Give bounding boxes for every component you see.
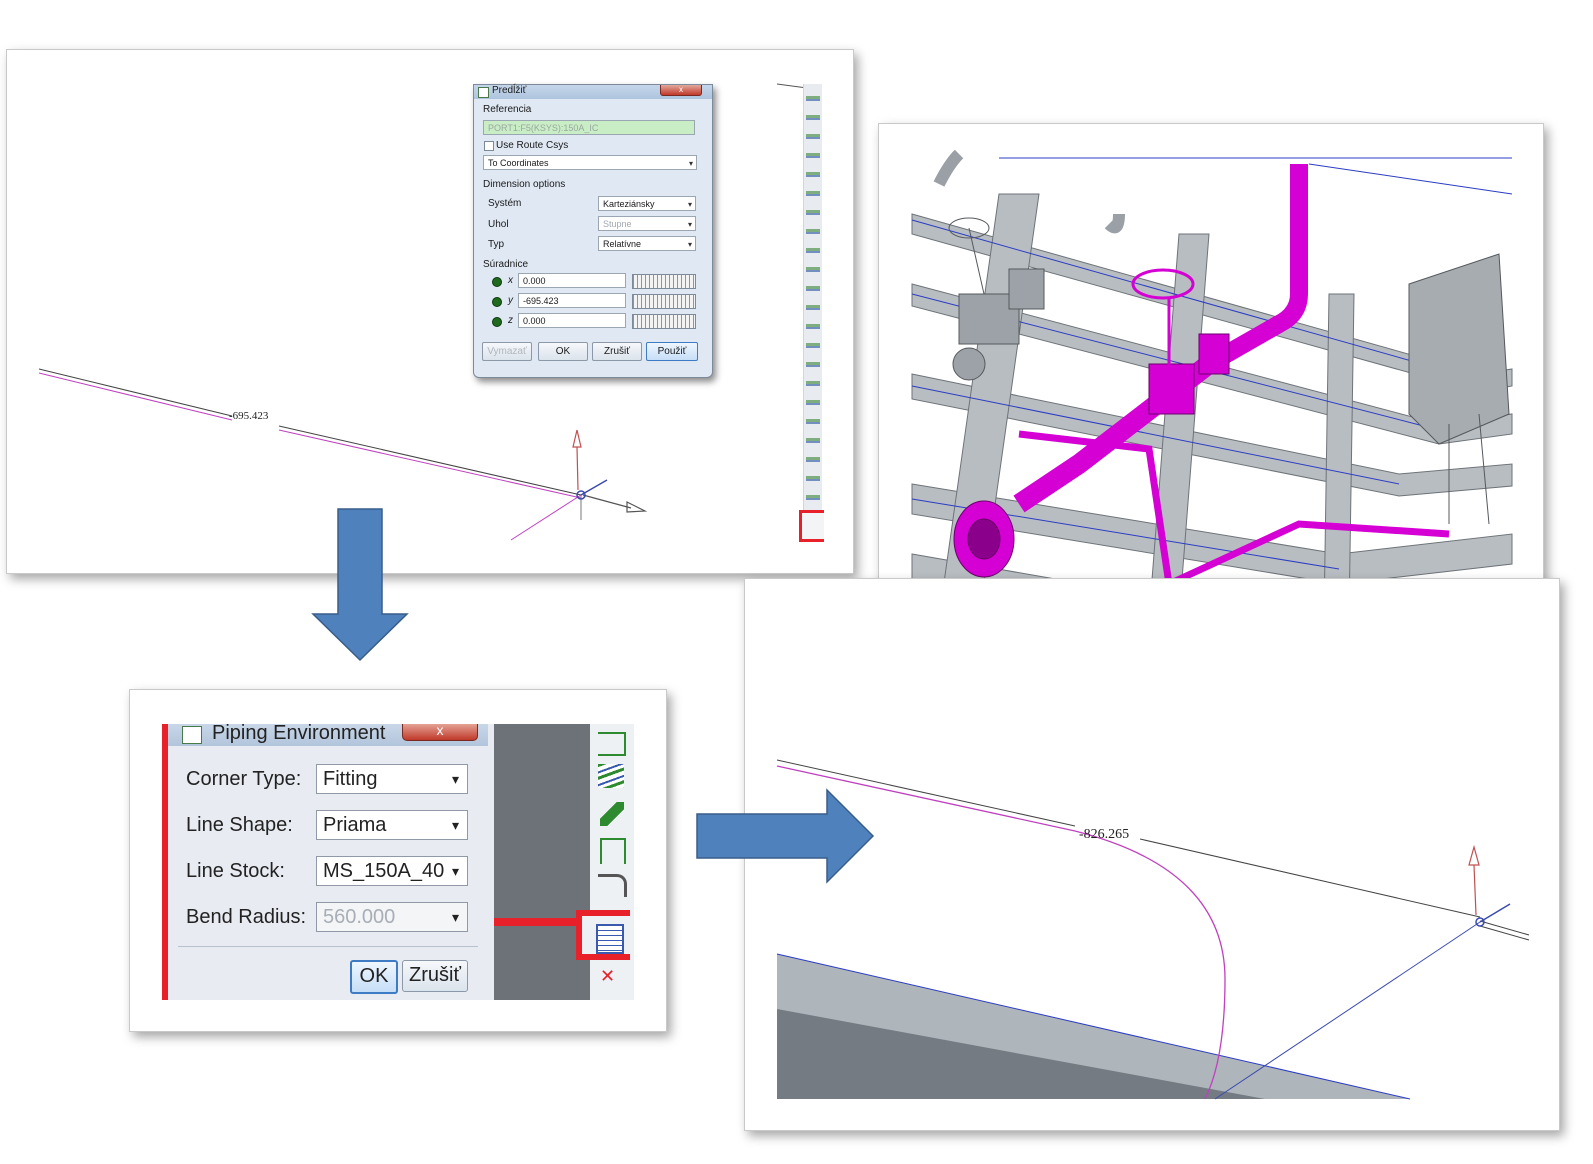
cancel-button[interactable]: Zrušiť [402,960,468,992]
angle-select[interactable]: Stupne [598,216,696,232]
y-coordinate-input[interactable]: -695.423 [518,293,626,308]
apply-button[interactable]: Použiť [646,342,698,361]
clear-button[interactable]: Vymazať [482,342,532,361]
y-thumbwheel[interactable] [632,294,696,309]
coordinates-label: Súradnice [483,259,529,270]
z-status-icon [492,317,502,327]
close-button[interactable]: x [402,723,478,741]
system-label: Systém [488,198,522,209]
tool-insert-icon[interactable] [598,732,626,756]
piping-environment-icon[interactable] [799,510,824,542]
cancel-button[interactable]: Zrušiť [592,342,642,361]
graphics-window-strip [494,724,590,1000]
reference-field[interactable]: PORT1:F5(KSYS):150A_IC [483,120,695,135]
tool-delete-icon[interactable]: ✕ [600,966,616,987]
dimension-label: -826.265 [1079,827,1130,842]
x-thumbwheel[interactable] [632,274,696,289]
panel-extend-sketch: -695.423 Predĺžiť x Referencia PORT1:F5(… [6,49,854,574]
tool-route-icon[interactable] [598,874,627,897]
line-shape-select[interactable]: Priama [316,810,468,840]
edit-icon [596,924,624,954]
piping-environment-dialog: Piping Environment x Corner Type: Fittin… [168,722,488,1000]
grey-valve [948,217,1045,381]
corner-type-label: Corner Type: [186,768,302,790]
ok-button[interactable]: OK [350,960,398,994]
line-shape-label: Line Shape: [186,814,293,836]
use-route-csys-checkbox[interactable] [484,141,494,151]
dialog-divider [178,946,478,947]
x-axis-label: x [508,275,513,286]
sketch-canvas [38,83,808,541]
system-select[interactable]: Karteziánsky [598,196,696,212]
x-status-icon [492,277,502,287]
panel-bend-result: -826.265 [744,578,1560,1131]
panel-piping-environment: Piping Environment x Corner Type: Fittin… [129,689,667,1032]
bend-canvas [776,759,1530,1100]
reference-label: Referencia [483,104,532,115]
ok-button[interactable]: OK [538,342,588,361]
magenta-pipe [953,164,1450,590]
panel-3d-model [878,123,1544,650]
dialog-window-icon [182,726,202,744]
mode-select[interactable]: To Coordinates [483,155,697,171]
y-status-icon [492,297,502,307]
dialog-titlebar: Piping Environment x [168,722,488,746]
dialog-title: Piping Environment [212,722,386,744]
use-route-csys-label: Use Route Csys [496,140,569,151]
dialog-title: Predĺžiť [492,85,527,96]
dimension-options-label: Dimension options [483,179,566,190]
piping-toolbar: ✕ [576,724,634,1000]
tool-flex-icon[interactable] [598,764,624,788]
x-coordinate-input[interactable]: 0.000 [518,273,626,288]
dimension-label: -695.423 [229,410,269,422]
z-coordinate-input[interactable]: 0.000 [518,313,626,328]
close-button[interactable]: x [660,85,702,96]
tool-jumper-icon[interactable] [600,838,626,864]
corner-type-select[interactable]: Fitting [316,764,468,794]
extend-dialog: Predĺžiť x Referencia PORT1:F5(KSYS):150… [473,84,713,378]
type-select[interactable]: Relatívne [598,236,696,252]
piping-environment-icon[interactable] [576,910,630,960]
grey-cabinet [1408,253,1510,525]
dialog-window-icon [478,87,489,98]
bend-radius-label: Bend Radius: [186,906,307,928]
dialog-titlebar: Predĺžiť x [474,85,712,99]
highlight-connector [494,918,584,926]
type-label: Typ [488,239,505,250]
z-thumbwheel[interactable] [632,314,696,329]
y-axis-label: y [508,295,513,306]
angle-label: Uhol [488,219,509,230]
line-stock-label: Line Stock: [186,860,285,882]
piping-toolbar [803,84,822,538]
tool-pipe-icon[interactable] [600,802,624,826]
bend-radius-input[interactable]: 560.000 [316,902,468,932]
piping-3d-view [911,149,1513,619]
z-axis-label: z [508,315,513,326]
toolbar-icons-column [806,90,820,530]
line-stock-select[interactable]: MS_150A_40 [316,856,468,886]
